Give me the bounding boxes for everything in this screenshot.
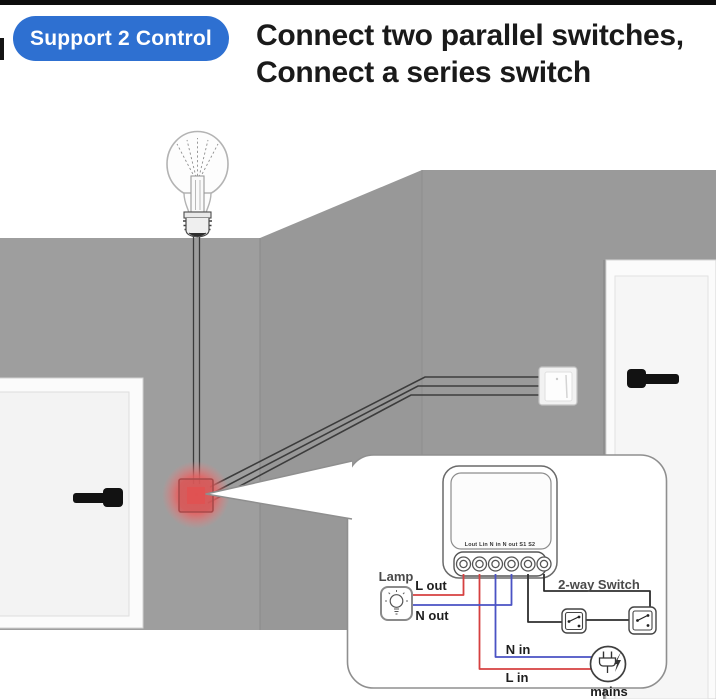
mains-symbol-icon bbox=[589, 645, 627, 683]
top-border-bar bbox=[0, 0, 716, 5]
switch-2-symbol-icon bbox=[628, 606, 657, 635]
callout-pointer bbox=[205, 460, 353, 520]
label-n-out: N out bbox=[415, 608, 449, 623]
wire-n-in bbox=[494, 574, 592, 658]
headline: Connect two parallel switches, Connect a… bbox=[256, 17, 706, 91]
door-handle-knob-icon bbox=[103, 488, 123, 507]
terminal-screws bbox=[455, 556, 552, 572]
label-l-out: L out bbox=[415, 578, 447, 593]
door-handle-icon bbox=[643, 374, 679, 384]
lightning-icon bbox=[614, 651, 622, 672]
left-door bbox=[0, 377, 144, 629]
label-n-in: N in bbox=[506, 642, 531, 657]
label-mains: mains bbox=[590, 684, 628, 699]
headline-line1: Connect two parallel switches, bbox=[256, 19, 684, 52]
label-2-way-switch: 2-way Switch bbox=[558, 577, 640, 592]
module-highlight-icon bbox=[162, 461, 230, 529]
wire-s2 bbox=[543, 574, 651, 614]
lamp-symbol-icon bbox=[380, 586, 413, 621]
headline-line2: Connect a series switch bbox=[256, 56, 591, 89]
light-bulb-icon bbox=[166, 130, 229, 238]
wire-n-out bbox=[413, 574, 513, 606]
switch-1-symbol-icon bbox=[561, 608, 587, 634]
wire-l-out bbox=[413, 574, 465, 596]
wall-switch-icon bbox=[538, 366, 578, 406]
label-lamp: Lamp bbox=[379, 569, 414, 584]
support-badge: Support 2 Control bbox=[13, 16, 229, 61]
door-handle-knob-icon bbox=[627, 369, 646, 388]
smart-switch-module: Lout Lin N in N out S1 S2 bbox=[442, 465, 558, 579]
support-badge-label: Support 2 Control bbox=[30, 26, 212, 50]
bulb-wires bbox=[192, 234, 201, 484]
label-l-in: L in bbox=[506, 670, 529, 685]
switch-wires bbox=[207, 376, 539, 504]
module-terminals-label: Lout Lin N in N out S1 S2 bbox=[465, 542, 536, 548]
diagram-wires bbox=[413, 574, 651, 670]
wire-s1 bbox=[527, 574, 562, 623]
left-edge-mark bbox=[0, 38, 4, 60]
